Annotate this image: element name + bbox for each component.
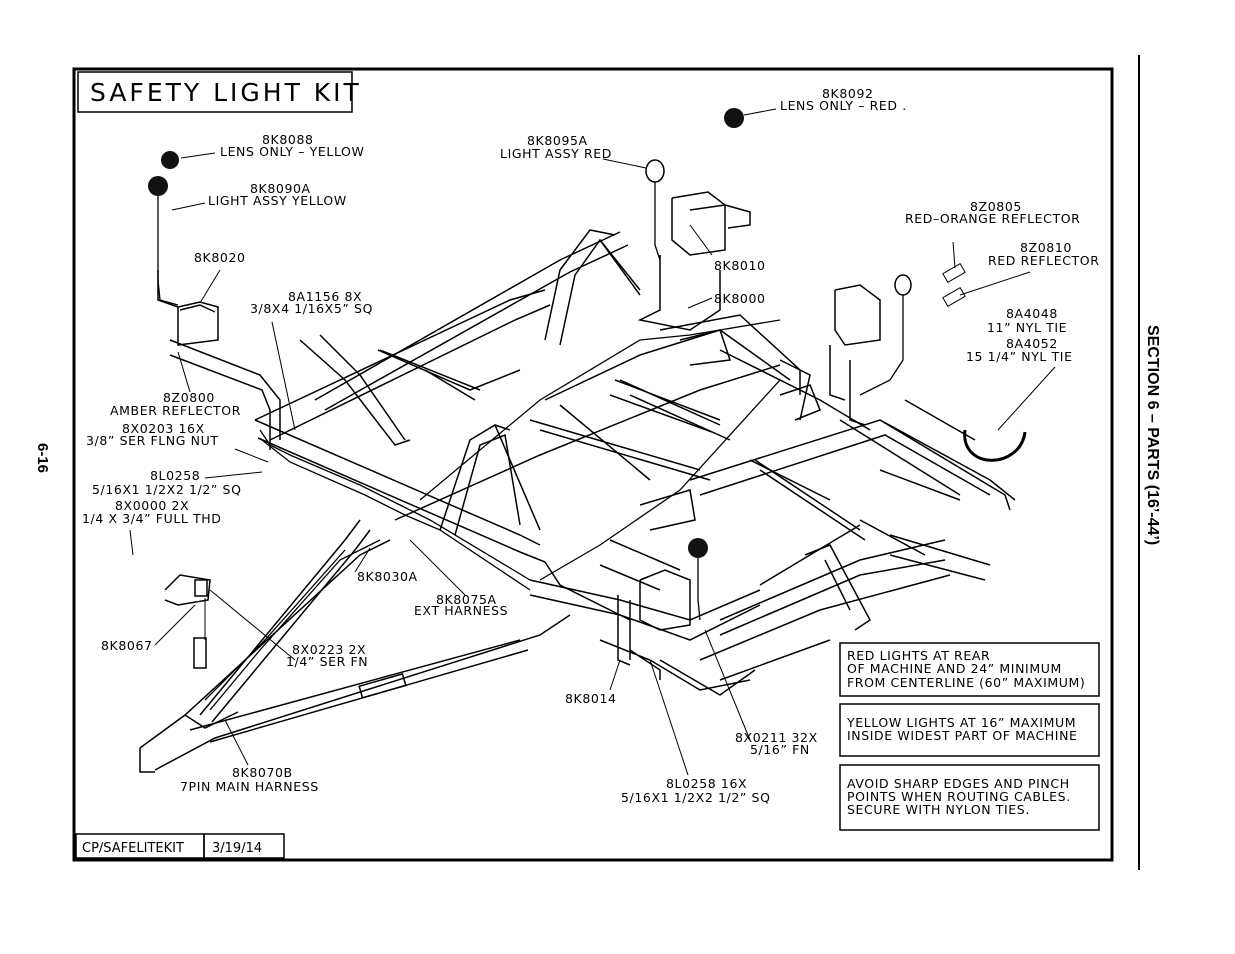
- note-yellow-lights-line2: INSIDE WIDEST PART OF MACHINE: [847, 728, 1078, 743]
- light-red-right-icon: [894, 274, 912, 296]
- section-label: SECTION 6 – PARTS (16’-44’): [1144, 325, 1161, 545]
- callout-8X0203-number: 8X0203 16X: [122, 421, 205, 436]
- callout-8Z0800-desc: AMBER REFLECTOR: [110, 403, 241, 418]
- note-red-lights-line2: OF MACHINE AND 24” MINIMUM: [847, 661, 1062, 676]
- callout-8L0258-desc: 5/16X1 1/2X2 1/2” SQ: [92, 482, 242, 497]
- nylon-tie-icon: [963, 429, 1027, 462]
- callout-8K8095A-desc: LIGHT ASSY RED: [500, 146, 612, 161]
- part-callouts: 8K8092 LENS ONLY – RED . 8K8088 LENS ONL…: [82, 86, 1100, 805]
- callout-8Z0810-desc: RED REFLECTOR: [988, 253, 1100, 268]
- drawing-border: [72, 67, 1114, 862]
- callout-8L0258-number: 8L0258: [150, 468, 200, 483]
- lights: [148, 108, 1027, 669]
- note-yellow-lights: YELLOW LIGHTS AT 16” MAXIMUM INSIDE WIDE…: [839, 703, 1100, 757]
- reflector-red-icon: [942, 286, 966, 308]
- note-red-lights-line1: RED LIGHTS AT REAR: [847, 648, 990, 663]
- callout-8A4052-desc: 15 1/4” NYL TIE: [966, 349, 1073, 364]
- lens-yellow-icon: [161, 151, 179, 169]
- callout-leaders: [129, 108, 1056, 776]
- callout-8K8010-number: 8K8010: [714, 258, 766, 273]
- light-rear-lower-icon: [688, 538, 708, 558]
- footer-box: CP/SAFELITEKIT 3/19/14: [75, 833, 285, 859]
- note-yellow-lights-line1: YELLOW LIGHTS AT 16” MAXIMUM: [846, 715, 1076, 730]
- note-cable-routing-line2: POINTS WHEN ROUTING CABLES.: [847, 789, 1071, 804]
- callout-8K8088-desc: LENS ONLY – YELLOW: [220, 144, 364, 159]
- callout-8L0258-16x-number: 8L0258 16X: [666, 776, 747, 791]
- callout-8K8000-number: 8K8000: [714, 291, 766, 306]
- light-yellow-icon: [148, 176, 168, 196]
- reflector-red-orange-icon: [942, 262, 966, 284]
- callout-8A1156-desc: 3/8X4 1/16X5” SQ: [250, 301, 373, 316]
- note-cable-routing-line1: AVOID SHARP EDGES AND PINCH: [847, 776, 1070, 791]
- note-cable-routing: AVOID SHARP EDGES AND PINCH POINTS WHEN …: [839, 764, 1100, 831]
- callout-8K8070B-desc: 7PIN MAIN HARNESS: [180, 779, 319, 794]
- title-box: SAFETY LIGHT KIT: [77, 71, 362, 113]
- light-mount-brackets: [157, 191, 881, 666]
- plug-icon: [193, 637, 207, 669]
- callout-8K8088-number: 8K8088: [262, 132, 314, 147]
- callout-8A4048-desc: 11” NYL TIE: [987, 320, 1067, 335]
- callout-8K8090A-number: 8K8090A: [250, 181, 311, 196]
- callout-8X0000-number: 8X0000 2X: [115, 498, 189, 513]
- wiring-harness: [157, 182, 904, 711]
- light-red-icon: [645, 159, 665, 183]
- callout-8X0211-desc: 5/16” FN: [750, 742, 810, 757]
- note-red-lights: RED LIGHTS AT REAR OF MACHINE AND 24” MI…: [839, 642, 1100, 697]
- page-number: 6-16: [34, 443, 51, 473]
- callout-8K8070B-number: 8K8070B: [232, 765, 293, 780]
- callout-8A1156-number: 8A1156 8X: [288, 289, 362, 304]
- callout-8X0000-desc: 1/4 X 3/4” FULL THD: [82, 511, 222, 526]
- callout-8K8067-number: 8K8067: [101, 638, 153, 653]
- callout-8A4048-number: 8A4048: [1006, 306, 1058, 321]
- callout-8Z0800-number: 8Z0800: [163, 390, 215, 405]
- callout-8X0223-number: 8X0223 2X: [292, 642, 366, 657]
- drawing-id: CP/SAFELITEKIT: [82, 841, 184, 856]
- lens-red-icon: [724, 108, 744, 128]
- callout-8Z0805-desc: RED–ORANGE REFLECTOR: [905, 211, 1080, 226]
- note-red-lights-line3: FROM CENTERLINE (60” MAXIMUM): [847, 675, 1085, 690]
- callout-8X0223-desc: 1/4” SER FN: [286, 654, 368, 669]
- callout-8X0211-number: 8X0211 32X: [735, 730, 818, 745]
- socket-icon: [194, 579, 208, 597]
- callout-8A4052-number: 8A4052: [1006, 336, 1058, 351]
- callout-8X0203-desc: 3/8” SER FLNG NUT: [86, 433, 219, 448]
- callout-8K8075A-desc: EXT HARNESS: [414, 603, 508, 618]
- callout-8K8020-number: 8K8020: [194, 250, 246, 265]
- page-title: SAFETY LIGHT KIT: [90, 78, 362, 107]
- callout-8K8095A-number: 8K8095A: [527, 133, 588, 148]
- callout-8L0258-16x-desc: 5/16X1 1/2X2 1/2” SQ: [621, 790, 771, 805]
- callout-8K8090A-desc: LIGHT ASSY YELLOW: [208, 193, 347, 208]
- callout-8Z0805-number: 8Z0805: [970, 199, 1022, 214]
- note-cable-routing-line3: SECURE WITH NYLON TIES.: [847, 802, 1030, 817]
- callout-8K8014-number: 8K8014: [565, 691, 617, 706]
- callout-8K8092-number: 8K8092: [822, 86, 874, 101]
- callout-8K8092-desc: LENS ONLY – RED .: [780, 98, 907, 113]
- callout-8K8030A-number: 8K8030A: [357, 569, 418, 584]
- callout-8K8075A-number: 8K8075A: [436, 592, 497, 607]
- drawing-date: 3/19/14: [212, 841, 262, 856]
- callout-8Z0810-number: 8Z0810: [1020, 240, 1072, 255]
